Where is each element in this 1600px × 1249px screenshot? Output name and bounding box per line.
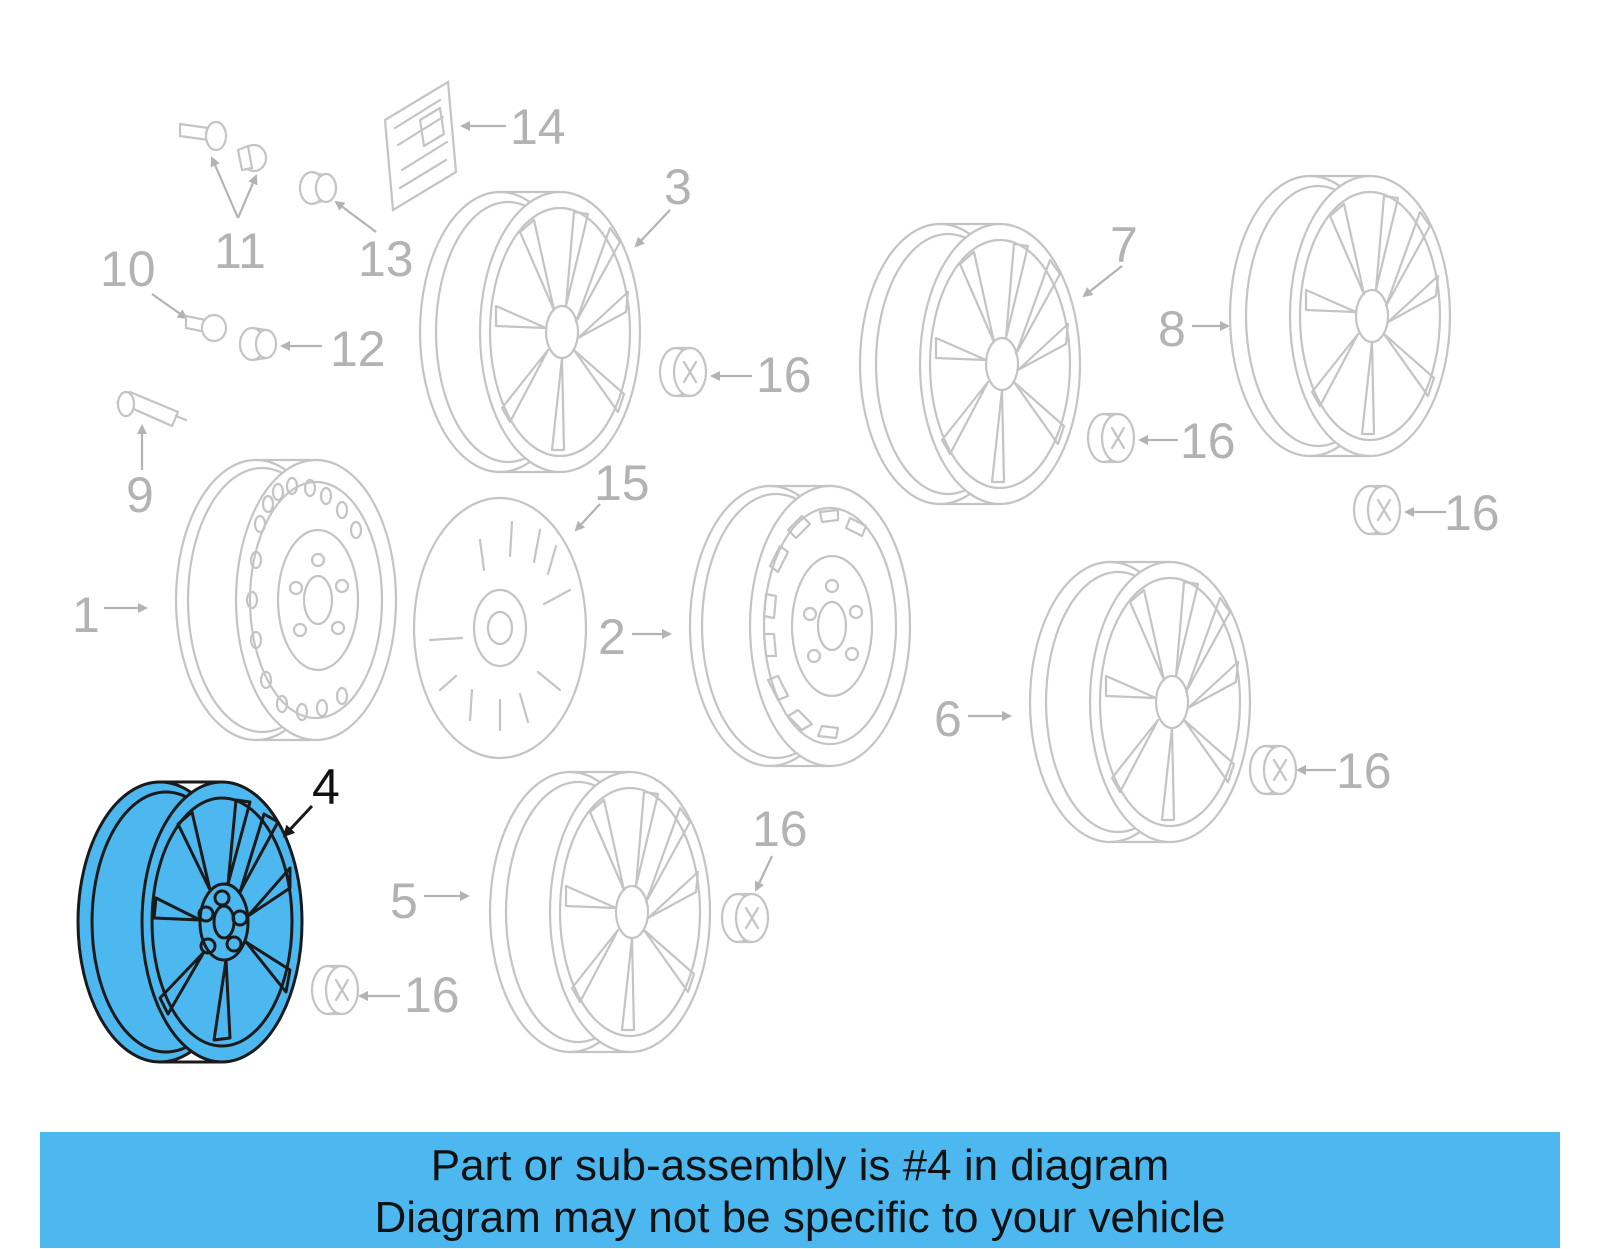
part-9-tpms-sensor	[115, 390, 188, 428]
callout-2: 2	[598, 609, 626, 665]
callout-10: 10	[100, 241, 156, 297]
callout-4: 4	[312, 759, 340, 815]
part-7-alloy-wheel	[858, 222, 1082, 506]
callout-8: 8	[1158, 301, 1186, 357]
part-10-lug-bolt	[184, 313, 228, 343]
part-11-valve-stem	[178, 120, 268, 173]
callout-7: 7	[1110, 217, 1138, 273]
part-16-center-cap	[310, 964, 360, 1016]
callout-14: 14	[510, 99, 566, 155]
part-16-center-cap	[1248, 744, 1298, 796]
part-8-alloy-wheel	[1228, 174, 1452, 458]
banner-line-2: Diagram may not be specific to your vehi…	[374, 1193, 1226, 1242]
callout-11: 11	[214, 223, 266, 279]
callout-16c: 16	[1444, 485, 1500, 541]
banner-line-1: Part or sub-assembly is #4 in diagram	[430, 1141, 1170, 1190]
callout-15: 15	[594, 455, 650, 511]
callout-16d: 16	[1336, 743, 1392, 799]
info-banner: Part or sub-assembly is #4 in diagram Di…	[40, 1132, 1560, 1248]
callout-9: 9	[126, 467, 154, 523]
part-16-center-cap	[1086, 412, 1136, 464]
part-12-lug-nut	[238, 326, 278, 362]
callout-6: 6	[934, 691, 962, 747]
callout-3: 3	[664, 159, 692, 215]
part-5-alloy-wheel	[488, 770, 712, 1054]
callout-16f: 16	[404, 967, 460, 1023]
part-16-center-cap	[658, 346, 708, 398]
part-4-highlighted-wheel[interactable]	[76, 780, 304, 1064]
callout-12: 12	[330, 321, 386, 377]
callout-5: 5	[390, 873, 418, 929]
callout-1: 1	[72, 587, 100, 643]
callout-16a: 16	[756, 347, 812, 403]
part-13-nut-cover	[298, 170, 338, 206]
part-16-center-cap	[1352, 484, 1402, 536]
part-1-steel-wheel	[174, 458, 398, 742]
part-3-alloy-wheel	[418, 190, 642, 474]
part-16-center-cap	[720, 892, 770, 944]
parts-diagram: 14 11 13 10 12 9 3	[72, 80, 1500, 1064]
callout-16b: 16	[1180, 413, 1236, 469]
callout-16e: 16	[752, 801, 808, 857]
callout-13: 13	[358, 231, 414, 287]
part-15-wheel-cover	[412, 496, 588, 760]
part-2-steel-wheel	[688, 484, 912, 768]
part-6-alloy-wheel	[1028, 560, 1252, 844]
part-14-label-sheet	[383, 80, 458, 212]
